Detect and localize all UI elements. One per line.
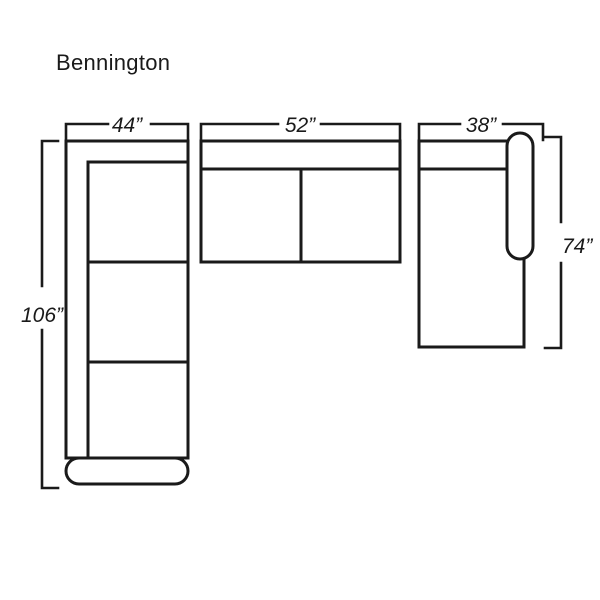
right-section-module <box>417 131 535 349</box>
dimension-74-top-tick <box>543 135 563 224</box>
dimension-52-label: 52” <box>285 114 316 137</box>
dimension-52-right-tick <box>319 122 402 142</box>
dimension-38-left-tick <box>417 122 462 142</box>
dimension-38-right-tick <box>501 122 545 142</box>
dimension-38-label: 38” <box>466 114 497 137</box>
dimension-44-right-tick <box>149 122 190 142</box>
dimension-106-label: 106” <box>21 304 64 327</box>
dimension-44-left-tick <box>64 122 110 142</box>
left-section-seat-area <box>86 160 190 460</box>
dimension-74-bottom-tick <box>543 261 563 350</box>
right-section-rolled-arm <box>505 131 535 261</box>
page-title: Bennington <box>56 50 171 75</box>
dimension-52-group: 52” <box>199 114 402 142</box>
dimension-106-bottom-tick <box>40 328 60 490</box>
left-section-module <box>64 139 190 486</box>
dimension-44-group: 44” <box>64 114 190 142</box>
dimension-74-group: 74” <box>543 135 593 350</box>
left-section-rolled-arm <box>64 456 190 486</box>
middle-section-module <box>199 139 402 264</box>
dimension-106-group: 106” <box>21 139 64 490</box>
dimension-106-top-tick <box>40 139 60 288</box>
dimension-74-label: 74” <box>562 235 593 258</box>
dimension-52-left-tick <box>199 122 280 142</box>
dimension-44-label: 44” <box>112 114 143 137</box>
dimension-38-group: 38” <box>417 114 545 142</box>
